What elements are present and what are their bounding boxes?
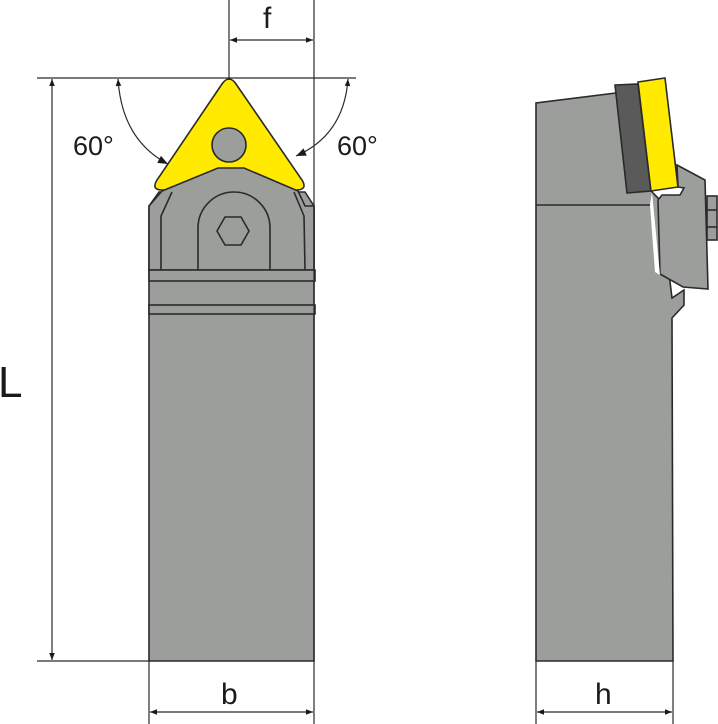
angle-right-label: 60° [337,131,378,161]
dim-b-label: b [221,678,238,711]
head-inner-right [293,191,306,271]
dim-h-label: h [595,678,612,711]
clamp-bolt [706,195,718,241]
side-view [535,77,718,662]
side-insert [637,77,679,192]
front-view [148,78,316,662]
clamp-pocket [197,191,271,270]
insert-hole [211,127,247,163]
side-dimensions [535,661,674,724]
band-2 [148,304,316,315]
clamp [657,163,709,290]
angle-left-label: 60° [73,131,114,161]
angle-arc-left [115,78,169,165]
front-dimensions [37,0,356,724]
dim-L-label: L [0,358,22,407]
hex-screw-icon [216,216,250,246]
dim-f-label: f [263,2,272,35]
head-inner-left [160,191,173,270]
clamp-gap [650,192,660,275]
band-1 [148,269,316,282]
side-body [535,92,685,662]
angle-arc-right [295,78,351,157]
